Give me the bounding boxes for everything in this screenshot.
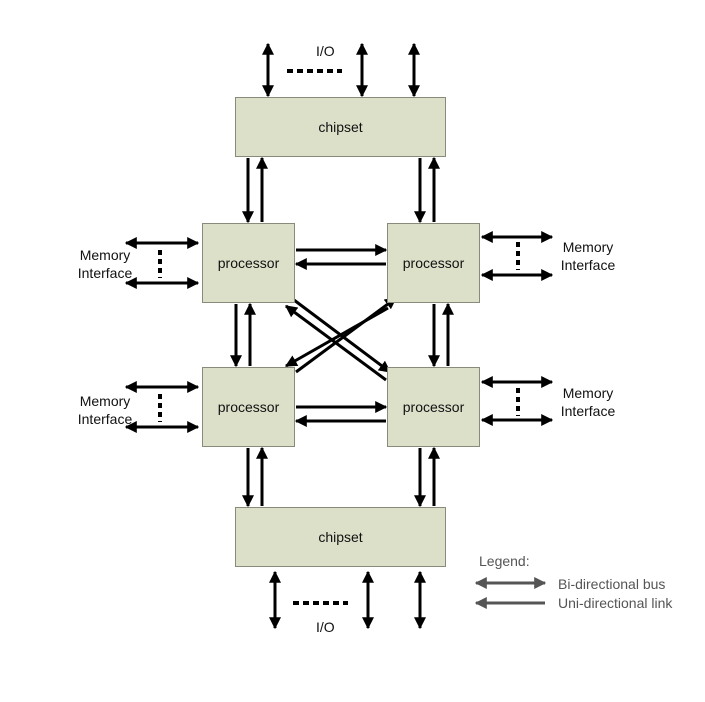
processor-top-left-label: processor xyxy=(217,255,280,271)
link-tl-to-br xyxy=(293,298,391,374)
io-top-label: I/O xyxy=(316,43,335,59)
interface-label: Interface xyxy=(77,265,133,281)
chipset-bottom-label: chipset xyxy=(318,529,363,545)
interface-label: Interface xyxy=(560,403,616,419)
memory-interface-top-right: Memory Interface xyxy=(555,238,621,274)
memory-ellipses xyxy=(158,242,520,422)
processor-bottom-right: processor xyxy=(387,367,480,447)
io-top-arrows xyxy=(262,42,420,98)
chipset-top: chipset xyxy=(235,97,446,157)
processor-bottom-right-label: processor xyxy=(402,399,465,415)
horizontal-links xyxy=(294,244,388,427)
chipset-top-links xyxy=(242,156,440,224)
interface-label: Interface xyxy=(560,257,616,273)
memory-interface-bottom-right: Memory Interface xyxy=(555,384,621,420)
io-bottom-label: I/O xyxy=(316,619,335,635)
chipset-bottom: chipset xyxy=(235,507,446,567)
io-bottom-arrows xyxy=(269,570,426,630)
memory-interface-top-left: Memory Interface xyxy=(72,246,138,282)
processor-top-right: processor xyxy=(387,223,480,303)
legend-bidirectional-label: Bi-directional bus xyxy=(558,576,666,592)
legend-unidirectional-label: Uni-directional link xyxy=(558,595,673,611)
interface-label: Interface xyxy=(77,411,133,427)
memory-interface-bottom-left: Memory Interface xyxy=(72,392,138,428)
memory-arrows xyxy=(124,231,554,433)
memory-label: Memory xyxy=(79,393,131,409)
chipset-bottom-links xyxy=(242,446,440,508)
memory-label: Memory xyxy=(79,247,131,263)
link-bl-to-tr xyxy=(295,296,397,374)
processor-bottom-left-label: processor xyxy=(217,399,280,415)
chipset-top-label: chipset xyxy=(318,119,363,135)
diagonal-links xyxy=(284,296,397,382)
processor-top-right-label: processor xyxy=(402,255,465,271)
vertical-links xyxy=(230,302,454,368)
legend-title: Legend: xyxy=(479,553,530,569)
link-tr-to-bl xyxy=(284,306,389,368)
memory-label: Memory xyxy=(562,239,614,255)
processor-bottom-left: processor xyxy=(202,367,295,447)
memory-label: Memory xyxy=(562,385,614,401)
processor-top-left: processor xyxy=(202,223,295,303)
